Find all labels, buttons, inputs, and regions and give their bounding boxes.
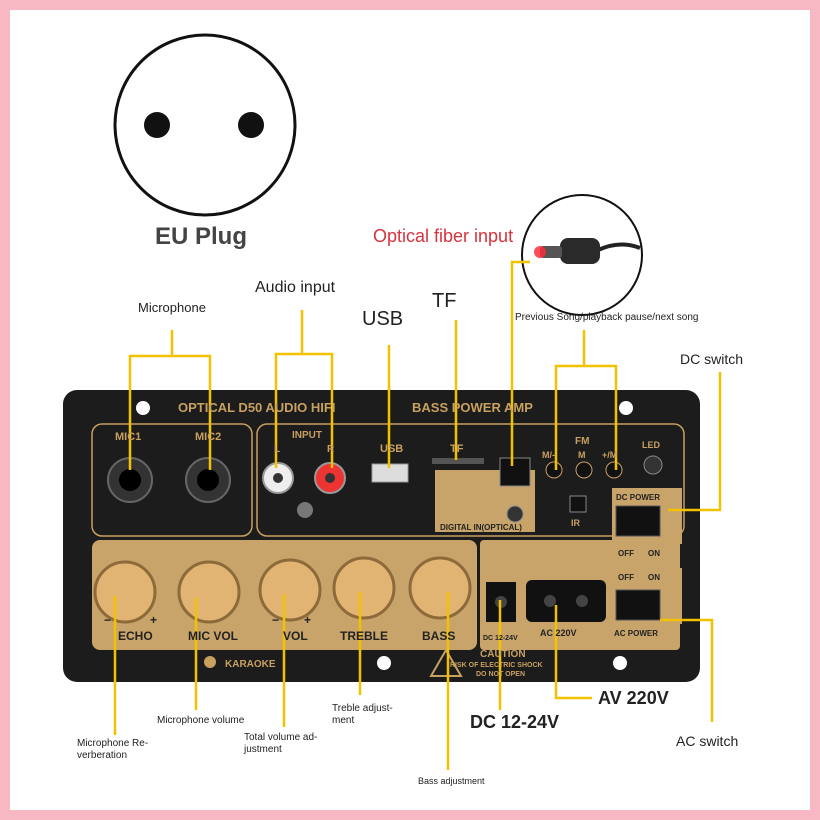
usb-panel-label: USB [380,443,403,455]
input-label: INPUT [292,430,322,441]
bass-knob[interactable] [408,556,472,620]
treble-knob[interactable] [332,556,396,620]
ac-pin-left [544,595,556,607]
screw-hole [613,656,627,670]
ac-power-panel-label: AC POWER [614,629,658,638]
fm-mid-label: M [578,450,586,460]
dc-power-panel-label: DC POWER [616,493,660,502]
jack-hole [197,469,219,491]
ac-pin-right [576,595,588,607]
optical-tip [540,246,562,258]
prev-button[interactable] [545,461,563,479]
ac-off-label: OFF [618,573,634,582]
ac-switch-label: AC switch [676,733,739,749]
vol-plus: + [304,613,311,627]
ac-power-switch[interactable] [615,589,661,621]
screw-hole [619,401,633,415]
bass-adjust-label: Bass adjustment [418,776,485,786]
input-r-label: R [327,444,335,455]
optical-indicator [506,505,524,523]
vol-label: VOL [283,629,308,643]
av-power-label: AV 220V [598,688,669,708]
treble-adjust-label: Treble adjust- ment [332,703,393,726]
fm-prev-label: M/- [542,450,555,460]
callout-lines [113,260,722,770]
optical-connector [560,238,600,264]
jack-hole [119,469,141,491]
dc-on-label: ON [648,549,660,558]
echo-plus: + [150,613,157,627]
ir-receiver [569,495,587,513]
caution-line2: DO NOT OPEN [476,671,525,678]
vol-knob[interactable] [258,558,322,622]
optical-light-icon [534,246,546,258]
eu-plug-label: EU Plug [155,223,248,250]
dc-power-label: DC 12-24V [470,712,560,732]
optical-fiber-label: Optical fiber input [373,226,514,246]
echo-label: ECHO [118,629,153,643]
optical-cable-icon [597,242,641,252]
led-indicator [643,455,663,475]
microphone-icon [204,656,216,668]
ir-label: IR [571,518,581,528]
dc-panel-label: DC 12-24V [483,635,518,642]
caution-label: CAUTION [480,649,526,660]
echo-minus: − [104,613,111,627]
mic-reverb-label: Microphone Re- verberation [77,738,149,761]
ac-on-label: ON [648,573,660,582]
digital-label: DIGITAL IN(OPTICAL) [440,523,522,532]
echo-knob[interactable] [93,560,157,624]
mic1-label: MIC1 [115,431,141,443]
fm-label: FM [575,436,589,447]
dc-power-switch[interactable] [615,505,661,537]
tf-label: TF [432,290,457,312]
mic-vol-label: MIC VOL [188,629,238,643]
led-label: LED [642,440,661,450]
audio-input-label: Audio input [255,279,336,296]
rca-pin [325,473,335,483]
ac-socket[interactable] [526,580,606,622]
plug-pin-right [238,112,264,138]
tf-panel-label: TF [450,443,464,455]
dc-off-label: OFF [618,549,634,558]
plug-pin-left [144,112,170,138]
mic2-label: MIC2 [195,431,221,443]
next-button[interactable] [605,461,623,479]
bass-label: BASS [422,629,455,643]
fm-next-label: +/M [602,450,617,460]
panel-screw [297,502,313,518]
mic-volume-label: Microphone volume [157,715,245,726]
input-section-border [256,423,685,537]
caution-line1: RISK OF ELECTRIC SHOCK [450,662,543,669]
warning-icon [429,647,463,677]
mic-section-border [91,423,253,537]
dc-switch-label: DC switch [680,351,744,367]
treble-label: TREBLE [340,629,388,643]
eu-plug-socket-icon [113,33,297,217]
panel-title-right: BASS POWER AMP [412,400,533,415]
ac-panel-label: AC 220V [540,628,577,638]
panel-title-left: OPTICAL D50 AUDIO HIFI [178,400,335,415]
mic-vol-knob[interactable] [177,560,241,624]
song-controls-label: Previous Song/playback pause/next song [515,312,699,323]
karaoke-label: KARAOKE [225,659,276,670]
play-pause-button[interactable] [575,461,593,479]
microphone-label: Microphone [138,300,206,315]
optical-port[interactable] [499,457,531,487]
rca-pin [273,473,283,483]
screw-hole [136,401,150,415]
vol-minus: − [272,613,279,627]
total-volume-label: Total volume ad- justment [244,732,318,755]
input-l-label: L [274,444,280,455]
tf-slot[interactable] [432,458,484,464]
usb-label: USB [362,308,404,330]
screw-hole [377,656,391,670]
